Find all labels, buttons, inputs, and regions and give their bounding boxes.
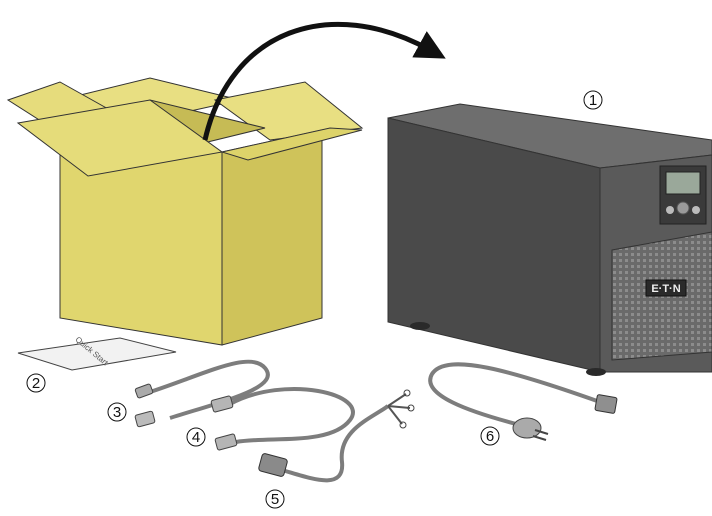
usb-plug-a <box>134 383 154 399</box>
box-front-right-flap <box>220 127 363 161</box>
ups-button-left <box>666 206 674 214</box>
input-cord-wire <box>428 362 601 427</box>
serial-cable <box>210 386 355 451</box>
ups-logo-plate <box>645 279 687 297</box>
output-cord-lead <box>387 405 411 409</box>
move-arrow <box>202 21 446 141</box>
output-cord-lead <box>387 405 403 425</box>
schuko-plug <box>512 417 549 441</box>
callout-number: 1 <box>589 92 597 109</box>
ups-logo: E·T·N <box>651 283 680 295</box>
serial-plug-1 <box>210 395 234 413</box>
usb-cable-wire <box>149 359 270 420</box>
callout-5: 5 <box>265 489 285 509</box>
callout-3: 3 <box>107 402 127 422</box>
callout-1: 1 <box>583 90 603 110</box>
callout-6: 6 <box>480 426 500 446</box>
serial-plug-2 <box>214 433 238 451</box>
ups-lcd-screen <box>665 171 701 195</box>
input-cord-iec-connector <box>594 394 618 414</box>
callout-number: 6 <box>486 428 494 445</box>
output-cord-iec-plug <box>258 453 288 477</box>
ups-button-center <box>676 201 690 215</box>
callout-4: 4 <box>186 427 206 447</box>
callout-number: 3 <box>113 404 121 421</box>
terminal-ring <box>407 404 415 412</box>
callout-number: 5 <box>271 491 279 508</box>
ups-button-right <box>692 206 700 214</box>
sheet-paper <box>17 337 177 371</box>
output-cord-lead <box>387 393 407 407</box>
callout-2: 2 <box>26 373 46 393</box>
box-side-face <box>221 129 323 346</box>
quick-start-sheet: Quick Start <box>17 335 177 371</box>
input-cord <box>428 362 618 441</box>
ups-unit: E·T·N <box>387 103 712 376</box>
ups-foot <box>586 368 606 376</box>
ups-foot <box>410 322 430 330</box>
callout-number: 2 <box>32 375 40 392</box>
usb-plug-b <box>134 410 156 428</box>
serial-cable-wire <box>229 386 355 444</box>
callout-number: 4 <box>192 429 200 446</box>
terminal-ring <box>403 389 411 397</box>
terminal-ring <box>399 421 407 429</box>
shipping-box <box>6 77 364 346</box>
output-cord-wire <box>281 404 390 483</box>
output-cord <box>258 389 415 483</box>
